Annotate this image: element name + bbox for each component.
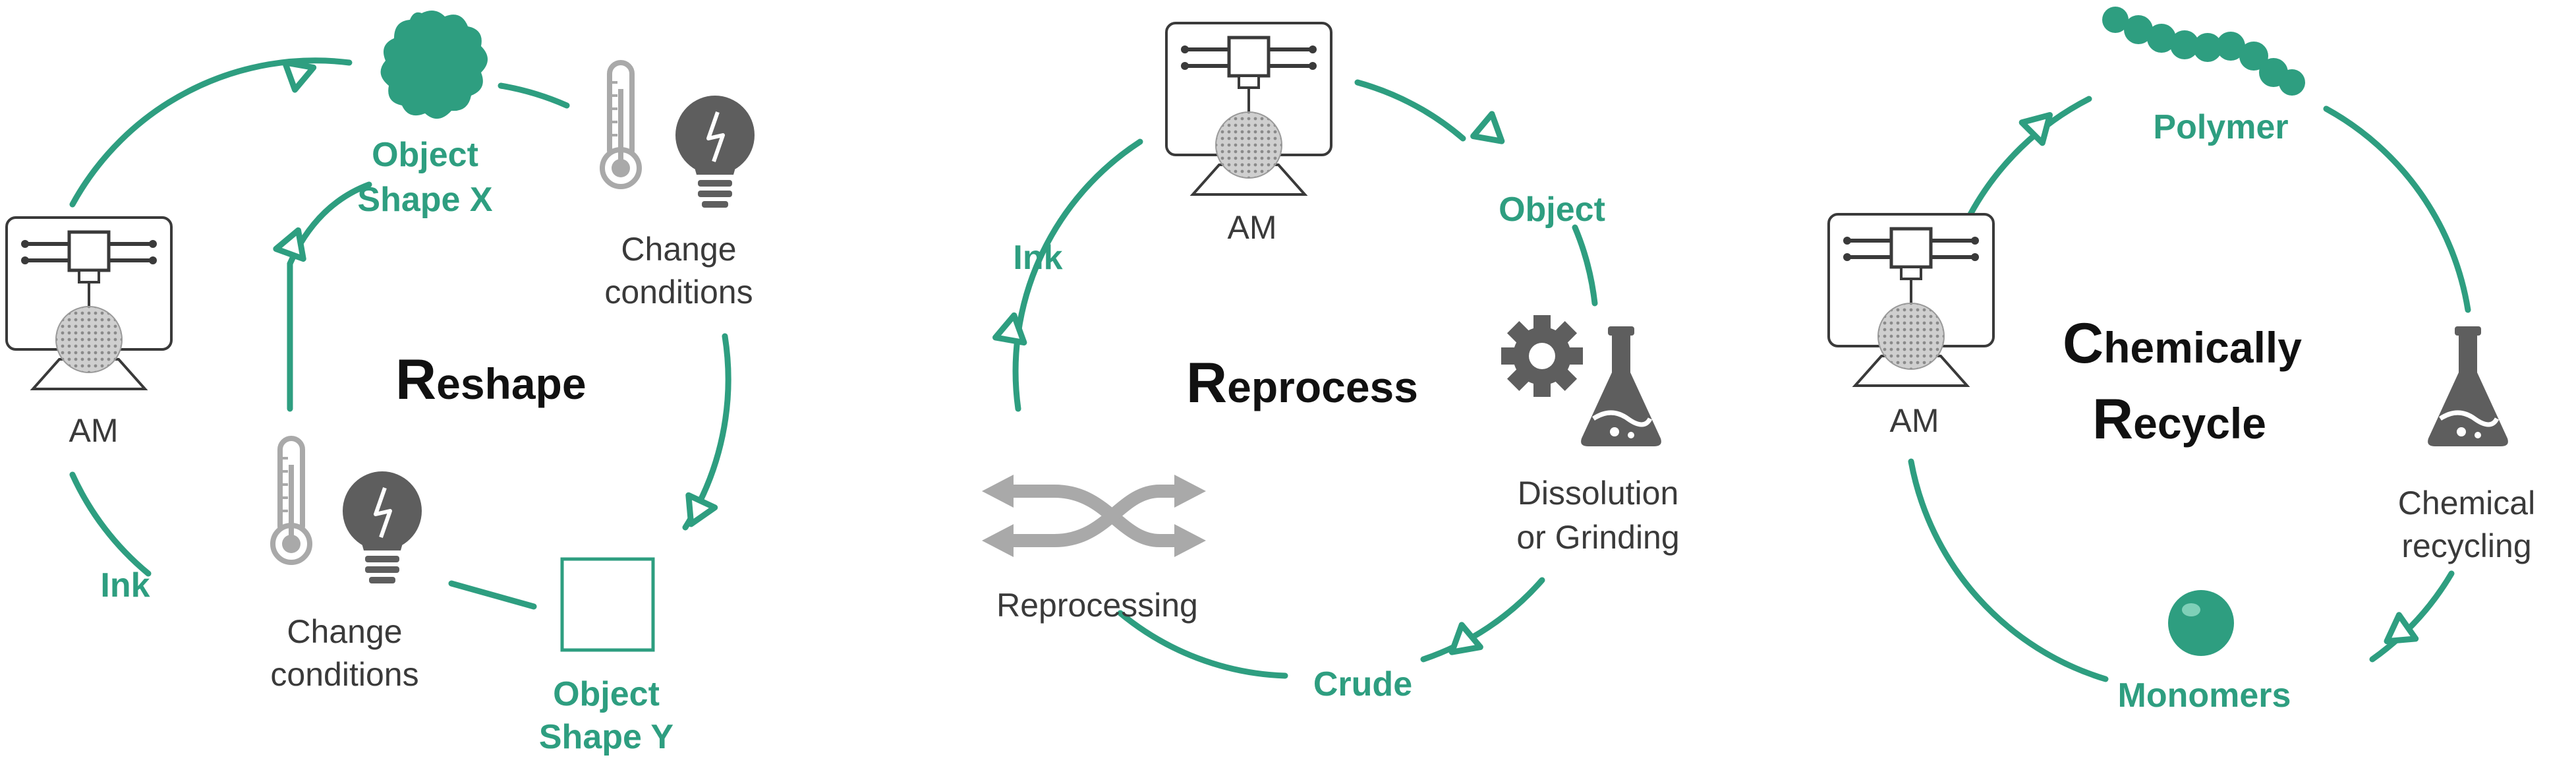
recycle-cycle-arc-3: [2369, 570, 2455, 663]
reshape-bulb-icon-bottom: [343, 471, 422, 583]
recycle-panel: Polymer AM Chemically Recycle Chemical r…: [1829, 7, 2535, 715]
reprocess-title: Reprocess: [1186, 351, 1418, 415]
reprocess-arrow-2: [1443, 625, 1480, 663]
reshape-title: Reshape: [395, 348, 587, 411]
recycle-title-line1: Chemically: [2063, 312, 2302, 375]
recycle-polymer-chain-icon: [2102, 7, 2305, 96]
reshape-blob-icon: [380, 11, 488, 119]
reshape-printer-icon: [7, 218, 171, 389]
reprocess-ink-label: Ink: [1013, 239, 1062, 277]
reprocess-gear-icon: [1501, 315, 1583, 397]
recycle-am-label: AM: [1890, 402, 1939, 439]
reprocess-printer-icon: [1166, 23, 1331, 194]
reshape-ink-label: Ink: [100, 566, 150, 605]
reshape-object-y-line2: Shape Y: [539, 718, 673, 756]
reprocess-cycle-arc-4: [1420, 577, 1545, 663]
reprocess-crossing-arrows-icon: [982, 475, 1206, 557]
reprocess-crude-label: Crude: [1313, 665, 1412, 703]
reshape-cycle-arc-2: [69, 57, 353, 208]
reprocess-am-label: AM: [1228, 209, 1277, 246]
reprocess-cycle-arc-3: [1572, 224, 1598, 307]
recycle-monomer-sphere-icon: [2168, 590, 2234, 656]
reprocess-cycle-arc-5: [1117, 610, 1288, 679]
recycle-chemical-line1: Chemical: [2398, 485, 2535, 521]
reshape-change-bottom-line1: Change: [287, 613, 402, 650]
reprocess-cycle-arc-1: [1012, 138, 1143, 412]
reshape-bulb-icon-top: [675, 96, 755, 208]
reshape-square-icon: [560, 557, 655, 652]
recycle-cycle-arc-1: [1967, 96, 2092, 218]
recycle-title-line2: Recycle: [2092, 388, 2266, 451]
recycle-arrow-1: [2022, 105, 2060, 143]
reprocess-flask-icon: [1581, 326, 1661, 446]
reshape-panel: AM Ink Object Shape X Change conditions …: [7, 11, 755, 756]
recycle-printer-icon: [1829, 214, 1993, 386]
reshape-object-x-line2: Shape X: [357, 181, 492, 219]
recycle-polymer-label: Polymer: [2153, 108, 2288, 146]
reshape-cycle-arc-5: [448, 580, 537, 610]
recycle-cycle-arc-4: [1908, 458, 2109, 682]
reshape-object-y-line1: Object: [553, 675, 660, 713]
recycle-chemical-line2: recycling: [2401, 527, 2531, 564]
recycle-monomer-highlight: [2182, 603, 2200, 616]
reprocess-cycle-arc-2: [1354, 79, 1466, 142]
reshape-thermometer-icon-top: [602, 63, 639, 187]
recycle-flask-icon: [2428, 326, 2508, 446]
reprocess-dissolution-line1: Dissolution: [1518, 475, 1679, 512]
reprocess-reprocessing-label: Reprocessing: [996, 587, 1198, 624]
reprocess-dissolution-line2: or Grinding: [1516, 519, 1679, 556]
reprocess-object-label: Object: [1499, 191, 1605, 229]
reshape-am-label: AM: [69, 412, 119, 449]
reprocess-arrow-1: [1474, 114, 1511, 152]
reprocess-panel: AM Ink Object Reprocess Dissolution or G…: [982, 23, 1680, 703]
reshape-change-bottom-line2: conditions: [270, 656, 418, 693]
reshape-cycle-arc-1: [69, 471, 152, 577]
reshape-object-x-line1: Object: [372, 136, 478, 174]
reshape-change-top-line2: conditions: [604, 274, 753, 311]
recycle-monomers-label: Monomers: [2118, 676, 2291, 715]
reshape-thermometer-icon-bottom: [273, 438, 310, 562]
reshape-change-top-line1: Change: [621, 231, 736, 268]
reshape-cycle-arc-3: [498, 82, 570, 109]
recycle-cycle-arc-2: [2323, 105, 2471, 313]
